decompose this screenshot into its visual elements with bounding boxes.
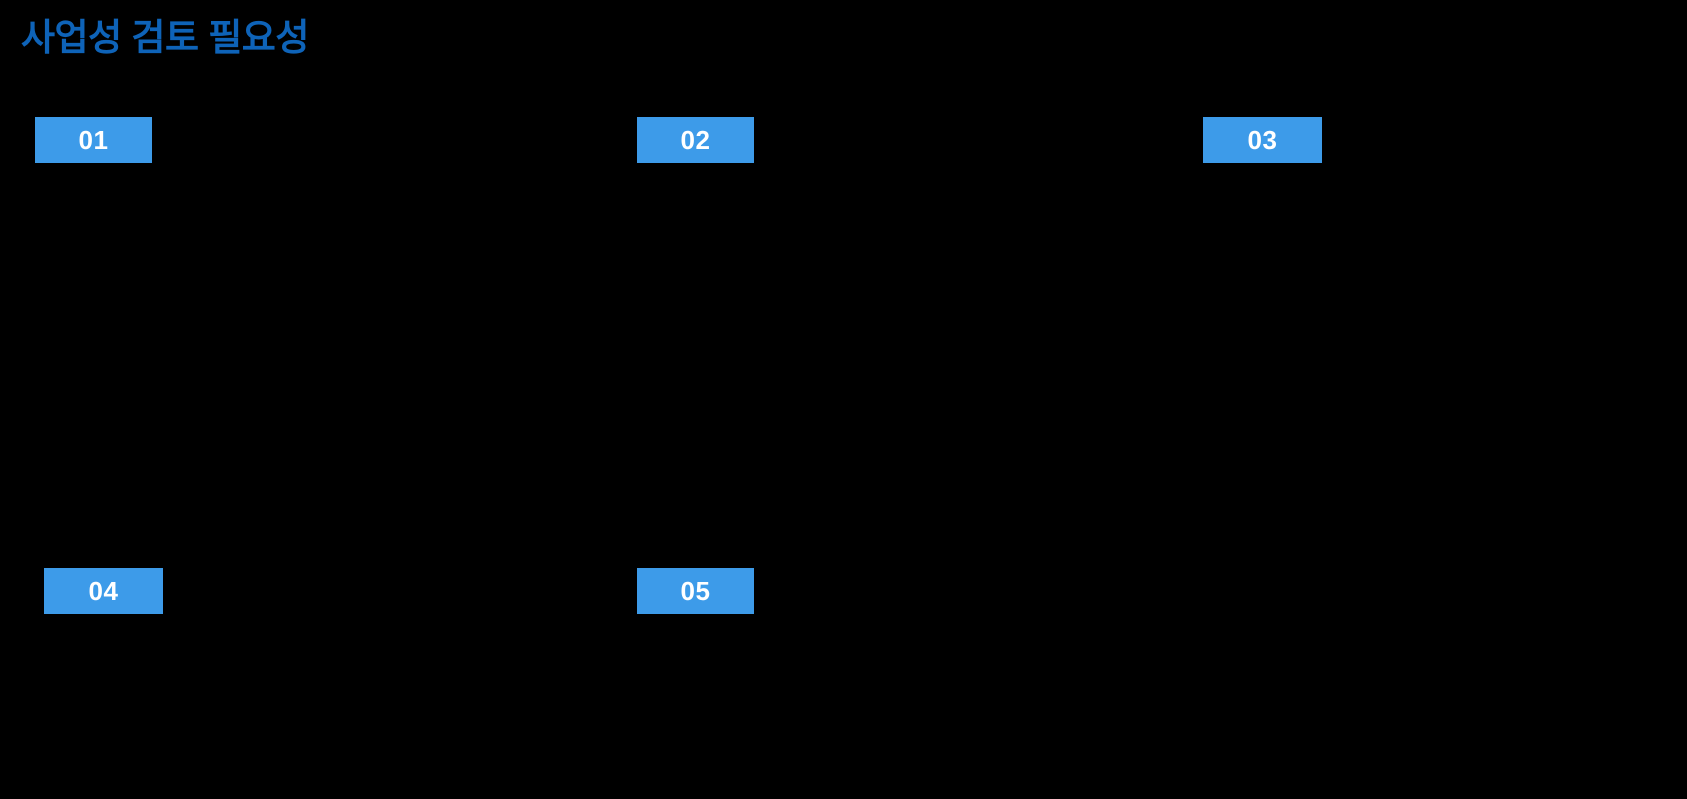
- step-content-02: [637, 175, 1177, 545]
- step-badge-05[interactable]: 05: [637, 568, 754, 614]
- step-content-01: [35, 175, 575, 545]
- step-content-03: [1203, 175, 1663, 545]
- step-badge-03[interactable]: 03: [1203, 117, 1322, 163]
- page-title: 사업성 검토 필요성: [21, 17, 309, 58]
- step-content-05: [637, 626, 1177, 786]
- step-badge-02[interactable]: 02: [637, 117, 754, 163]
- step-badge-01[interactable]: 01: [35, 117, 152, 163]
- step-badge-04[interactable]: 04: [44, 568, 163, 614]
- step-content-04: [44, 626, 584, 786]
